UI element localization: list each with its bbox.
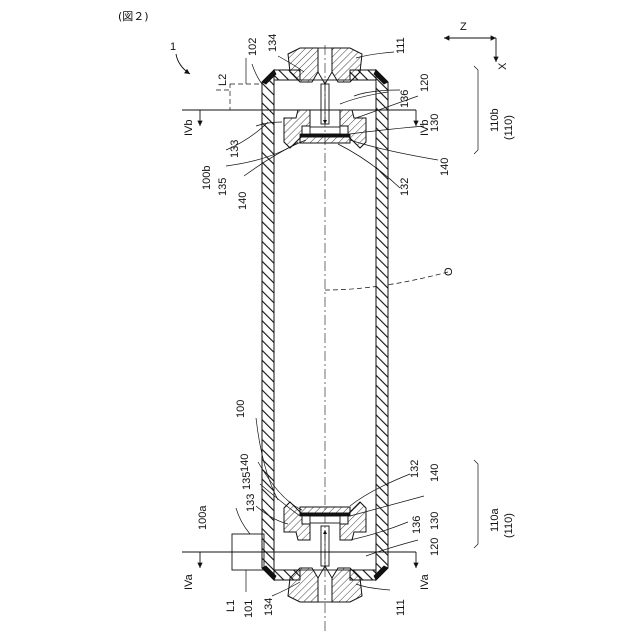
ref-135-bottom: 135: [241, 472, 253, 490]
ref-IVa-left: IVa: [183, 573, 195, 590]
x-axis-label: X: [497, 62, 509, 70]
ref-132-top: 132: [399, 178, 411, 196]
ref-111-bottom: 111: [395, 599, 407, 616]
ref-140-top-left: 140: [237, 192, 249, 210]
ref-111-top: 111: [395, 37, 407, 54]
ref-100a: 100a: [197, 505, 209, 530]
figure-label: (図２): [118, 10, 149, 23]
ref-O: O: [443, 267, 455, 276]
ref-134-top: 134: [267, 34, 279, 52]
ref-110b-paren: (110): [503, 115, 515, 140]
ref-133-top: 133: [229, 140, 241, 158]
ref-134-bottom: 134: [263, 598, 275, 616]
ref-110a-paren: (110): [503, 513, 515, 538]
brace-110b: [474, 66, 478, 154]
ref-110a: 110a: [489, 507, 501, 532]
ref-101: 101: [243, 600, 255, 618]
ref-120-top: 120: [419, 74, 431, 92]
brace-110a: [474, 460, 478, 548]
ref-130-top: 130: [429, 114, 441, 132]
ref-1: 1: [170, 41, 176, 53]
ref-130-bottom: 130: [429, 512, 441, 530]
ref-IVa-right: IVa: [419, 573, 431, 590]
ref-133-bottom: 133: [245, 494, 257, 512]
ref-140-bottom-right: 140: [429, 464, 441, 482]
ref-140-top-right: 140: [439, 158, 451, 176]
ref-1-arrow: [176, 54, 190, 74]
ref-L2: L2: [217, 74, 229, 86]
ref-136-bottom: 136: [411, 516, 423, 534]
ref-IVb-left: IVb: [183, 119, 195, 136]
ref-120-bottom: 120: [429, 538, 441, 556]
ref-110b: 110b: [489, 108, 501, 132]
axis-indicator: Z X: [444, 21, 509, 70]
ref-135-top: 135: [217, 178, 229, 196]
ref-100: 100: [235, 400, 247, 418]
z-axis-label: Z: [460, 21, 467, 33]
ref-100b: 100b: [201, 166, 213, 190]
ref-136-top: 136: [399, 90, 411, 108]
ref-102: 102: [247, 38, 259, 56]
ref-132-bottom: 132: [409, 460, 421, 478]
ref-140-bottom-left: 140: [239, 454, 251, 472]
ref-L1: L1: [225, 600, 237, 612]
